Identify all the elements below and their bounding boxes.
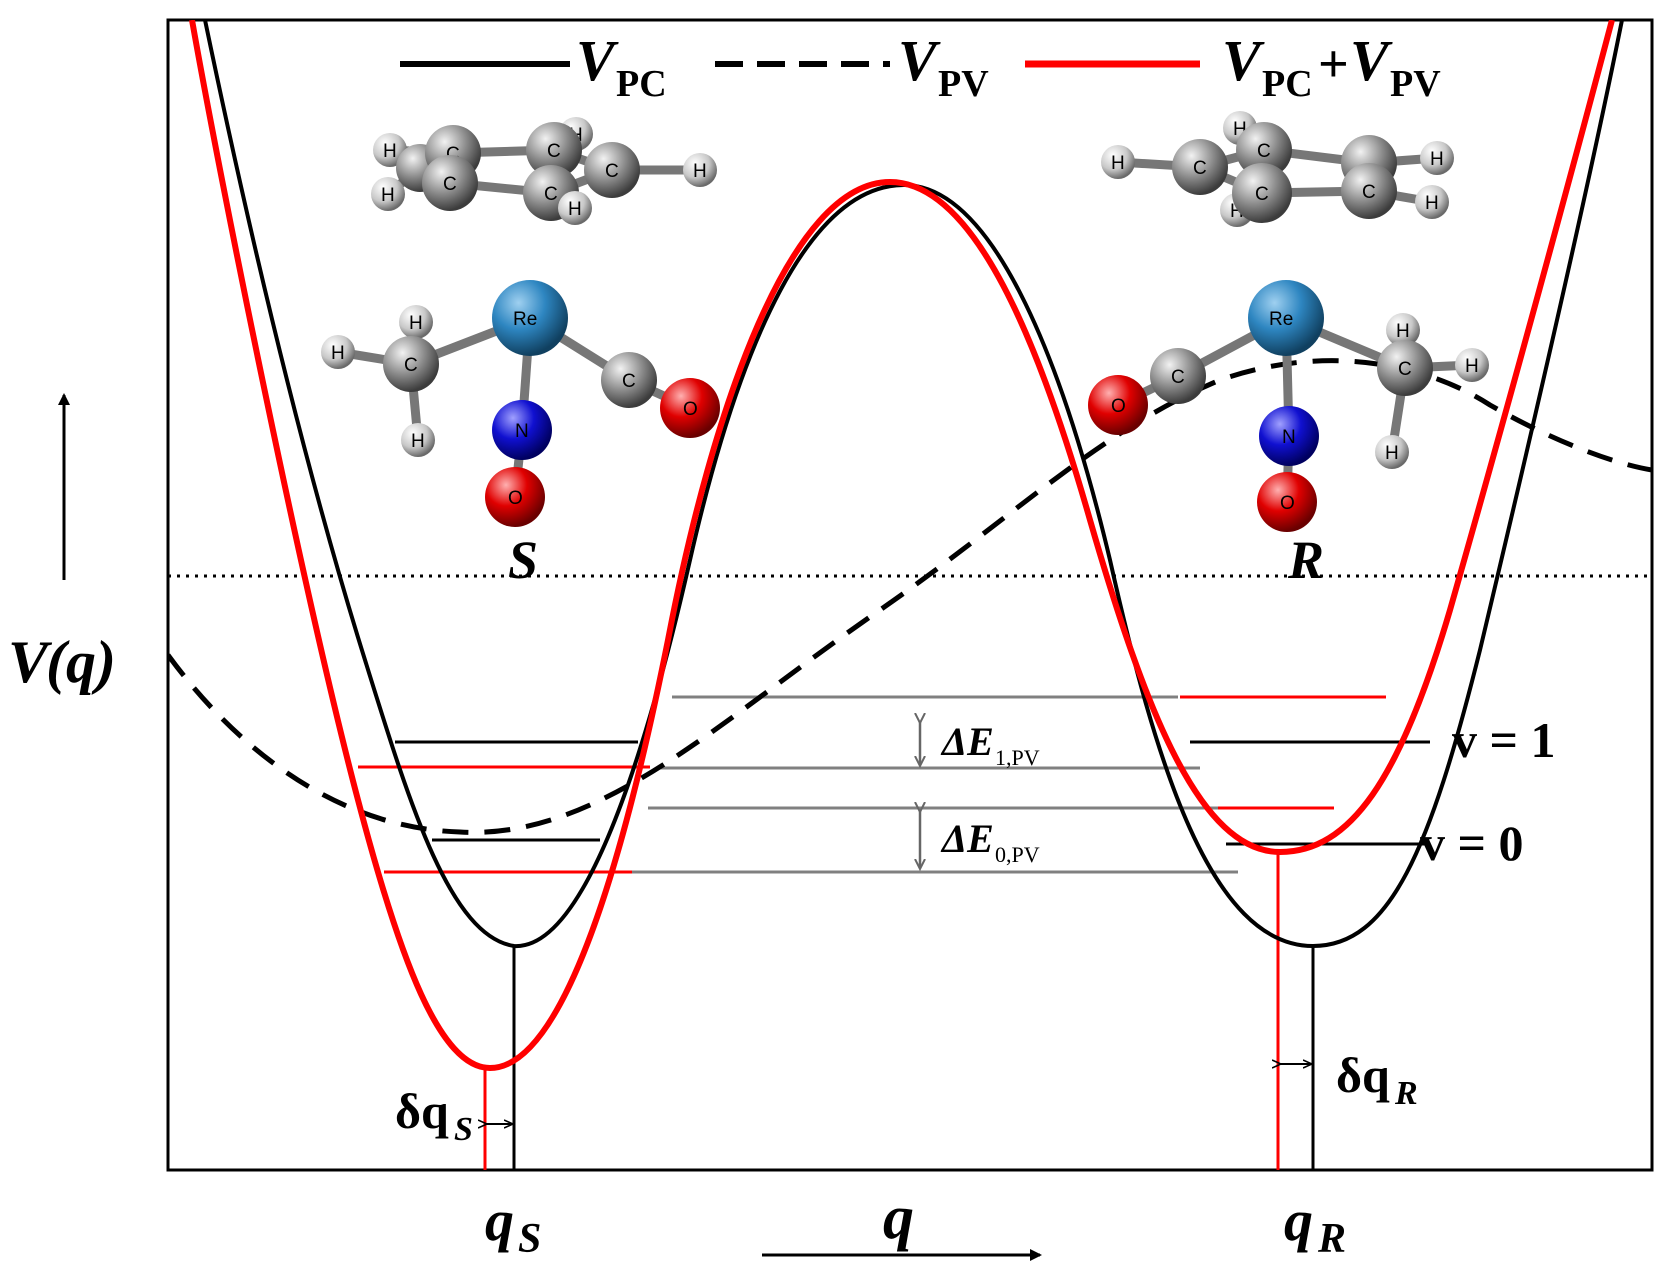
svg-text:H: H [383, 141, 397, 162]
svg-text:C: C [544, 184, 558, 205]
svg-text:Re: Re [1269, 309, 1293, 330]
enantiomer-s-label: S [508, 530, 538, 590]
delta-q-left-label: δq [395, 1083, 449, 1139]
svg-text:N: N [515, 421, 529, 442]
svg-text:C: C [1257, 141, 1271, 162]
legend-pc-sub: PC [616, 63, 667, 105]
svg-text:O: O [1111, 396, 1126, 417]
v1-label: v = 1 [1452, 712, 1556, 768]
left-min-label: q [485, 1188, 514, 1253]
delta-e0-label: ΔE [940, 816, 994, 861]
svg-text:H: H [1465, 356, 1479, 377]
svg-text:C: C [1362, 182, 1376, 203]
legend-sum-sub2: PV [1390, 63, 1441, 105]
svg-text:N: N [1282, 427, 1296, 448]
v0-label: v = 0 [1420, 815, 1524, 871]
legend-pv-sub: PV [938, 63, 989, 105]
svg-text:H: H [1385, 443, 1399, 464]
y-axis-label-v: V [8, 629, 53, 695]
svg-text:H: H [1430, 149, 1444, 170]
svg-text:C: C [404, 355, 418, 376]
molecule-s: H H H C C O N O Re H H H C C C C C [321, 117, 720, 527]
svg-text:C: C [443, 174, 457, 195]
legend-sum-plus: + [1318, 34, 1349, 94]
svg-text:C: C [1398, 359, 1412, 380]
svg-text:H: H [381, 185, 395, 206]
y-axis-label-arg: (q) [46, 629, 116, 695]
svg-text:H: H [1396, 321, 1410, 342]
left-min-label-sub: S [518, 1216, 541, 1262]
svg-text:H: H [1425, 193, 1439, 214]
svg-text:H: H [409, 313, 423, 334]
legend-pv-label: V [898, 28, 941, 93]
svg-text:C: C [622, 371, 636, 392]
delta-e1-sub: 1,PV [995, 745, 1040, 770]
plot-frame [166, 18, 1654, 1172]
svg-text:H: H [568, 199, 582, 220]
svg-text:H: H [693, 161, 707, 182]
legend: V PC V PV V PC + V PV [400, 28, 1441, 105]
svg-text:C: C [1171, 367, 1185, 388]
svg-text:C: C [547, 141, 561, 162]
pv-dashed-curve [168, 358, 1652, 835]
delta-e1-label: ΔE [940, 719, 994, 764]
svg-text:C: C [605, 161, 619, 182]
svg-text:H: H [411, 431, 425, 452]
svg-text:Re: Re [513, 309, 537, 330]
svg-text:O: O [508, 488, 523, 509]
delta-q-right-sub: R [1394, 1075, 1418, 1112]
sum-red-curve [189, 20, 1615, 1072]
delta-q-right-label: δq [1336, 1047, 1390, 1103]
legend-pc-label: V [576, 28, 619, 93]
svg-text:H: H [1111, 153, 1125, 174]
svg-text:O: O [1280, 493, 1295, 514]
svg-text:C: C [1193, 158, 1207, 179]
x-axis-label: q [883, 1184, 914, 1252]
svg-text:O: O [683, 399, 698, 420]
enantiomer-r-label: R [1287, 530, 1324, 590]
right-min-label-sub: R [1317, 1216, 1346, 1262]
svg-text:C: C [1255, 184, 1269, 205]
svg-text:H: H [331, 343, 345, 364]
molecule-r: H H H C O C N O Re H H H C C C C H [1088, 111, 1489, 532]
right-min-label: q [1284, 1188, 1313, 1253]
delta-e0-sub: 0,PV [995, 842, 1040, 867]
legend-sum-v1: V [1222, 28, 1265, 93]
legend-sum-sub1: PC [1262, 63, 1313, 105]
legend-sum-v2: V [1350, 28, 1393, 93]
delta-q-left-sub: S [454, 1111, 473, 1148]
